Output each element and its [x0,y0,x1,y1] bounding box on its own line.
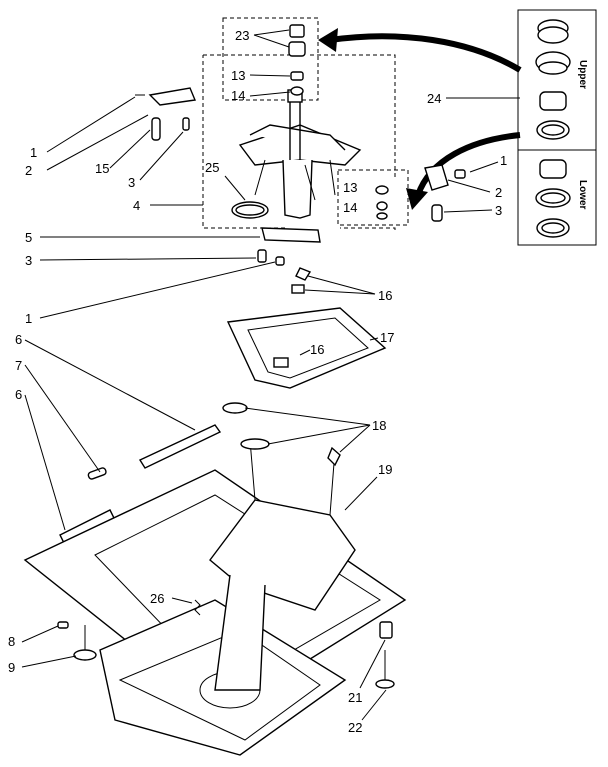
leveling-feet [57,621,395,689]
callout-9: 9 [8,660,15,675]
callout-19: 19 [378,462,392,477]
callout-21: 21 [348,690,362,705]
callout-4: 4 [133,198,140,213]
callout-24: 24 [427,91,441,106]
leader-lines [21,29,520,721]
callout-17: 17 [380,330,394,345]
callout-25: 25 [205,160,219,175]
arrow-to-upper [329,33,522,73]
callout-16b: 16 [310,342,324,357]
arrow-head-lower [406,188,428,210]
callout-6b: 6 [15,387,22,402]
callout-14b: 14 [343,200,357,215]
callout-22: 22 [348,720,362,735]
right-spring-bracket [424,164,466,222]
callout-14: 14 [231,88,245,103]
callout-5: 5 [25,230,32,245]
side-rails [59,424,222,544]
callout-6: 6 [15,332,22,347]
upper-label: Upper [577,60,588,89]
callout-1b: 1 [25,311,32,326]
callout-3: 3 [128,175,135,190]
callout-15: 15 [95,161,109,176]
callout-8: 8 [8,634,15,649]
callout-16: 16 [378,288,392,303]
actuator [257,227,321,266]
callout-3c: 3 [495,203,502,218]
callout-1: 1 [30,145,37,160]
callout-2b: 2 [495,185,502,200]
callout-7: 7 [15,358,22,373]
lower-label: Lower [577,180,588,210]
callout-2: 2 [25,163,32,178]
transmission-assembly [202,17,409,230]
callout-23: 23 [235,28,249,43]
machine-base-frame [23,402,407,756]
callout-13b: 13 [343,180,357,195]
callout-numbers: 1 2 15 3 4 25 5 3 1 23 13 14 13 14 24 1 … [8,28,507,735]
callout-3b: 3 [25,253,32,268]
callout-1c: 1 [500,153,507,168]
seal-kit-panel: Upper Lower [517,9,597,246]
arrow-to-lower [415,132,521,197]
callout-13: 13 [231,68,245,83]
base-plate [226,267,387,389]
callout-18: 18 [372,418,386,433]
callout-26: 26 [150,591,164,606]
arrow-head-upper [318,28,338,52]
left-spring-bracket [135,87,196,141]
